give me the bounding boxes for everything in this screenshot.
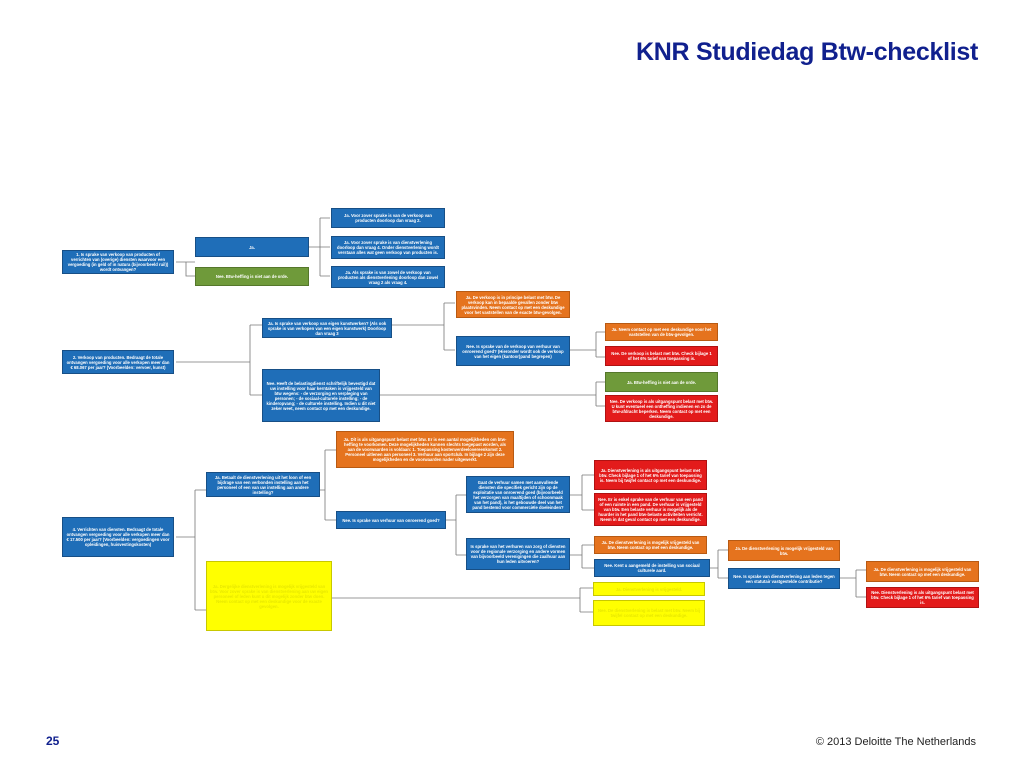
q4-nee-b-nee-box: Nee. Kent u aangemeld de instelling van … — [594, 559, 710, 577]
connector — [320, 449, 336, 521]
final-nee-box: Nee. Dienstverlening is als uitgangspunt… — [866, 587, 979, 608]
connector — [176, 489, 206, 611]
q4-ja-box: Ja. Betaalt de dienstverlening uit het l… — [206, 472, 320, 497]
connector — [332, 587, 593, 613]
q4-nee-a-ja-box: Ja. Dienstverlening is als uitgangspunt … — [594, 460, 707, 490]
q4-nee-a-box: Gaat de verhuur samen met aanvullende di… — [466, 476, 570, 513]
q4-nee-a-nee-box: Nee. Er is enkel sprake van de verhuur v… — [594, 493, 707, 526]
connector — [570, 544, 594, 569]
q1-ja-c-box: Ja. Als sprake is van zowel de verkoop v… — [331, 266, 445, 288]
question-2-box: 2. Verkoop van producten. Bedraagt de to… — [62, 350, 174, 374]
q4-nee2-box: Nee. Is sprake van dienstverlening aan l… — [728, 568, 840, 589]
q4-top-box: Ja. Dit is als uitgangspunt belast met b… — [336, 431, 514, 468]
q4-nee-b-ja-box: Ja. De dienstverlening is mogelijk vrijg… — [594, 536, 707, 554]
q2-ja-ja-box: Ja. De verkoop is in principe belast met… — [456, 291, 570, 318]
q1-nee-box: Nee. Btw-heffing is niet aan de orde. — [195, 267, 309, 286]
copyright-notice: © 2013 Deloitte The Netherlands — [815, 736, 976, 748]
q2-nee-nee-box: Nee. De verkoop is als uitgangspunt bela… — [605, 395, 718, 422]
q4-nee-box: Nee. Is sprake van verhuur van onroerend… — [336, 511, 446, 529]
connector — [185, 262, 195, 277]
page-title: KNR Studiedag Btw-checklist — [636, 38, 978, 66]
q2-ja-nee-ja-box: Ja. Neem contact op met een deskundige v… — [605, 323, 718, 341]
yellow-note-small-2: Nee. De dienstverlening is belast met bt… — [593, 600, 705, 626]
q4-ja2-box: Ja. De dienstverlening is mogelijk vrijg… — [728, 540, 840, 561]
question-1-box: 1. Is sprake van verkoop van producten o… — [62, 250, 174, 274]
connector — [710, 549, 728, 579]
connector — [446, 494, 466, 556]
connector — [840, 569, 866, 598]
final-ja-box: Ja. De dienstverlening is mogelijk vrijg… — [866, 561, 979, 582]
q2-ja-nee-box: Nee. Is sprake van de verkoop van verhuu… — [456, 336, 570, 366]
connector — [570, 474, 594, 511]
q1-ja-b-box: Ja. Voor zover sprake is van dienstverle… — [331, 236, 445, 259]
page-number: 25 — [46, 734, 60, 748]
connector — [570, 331, 605, 358]
q2-ja-nee-nee-box: Nee. De verkoop is belast met btw. Check… — [605, 346, 718, 366]
q1-ja-box: Ja. — [195, 237, 309, 257]
connector — [380, 381, 605, 407]
connector — [392, 302, 455, 351]
q1-ja-a-box: Ja. Voor zover sprake is van de verkoop … — [331, 208, 445, 228]
q2-nee-ja-box: Ja. Btw-heffing is niet aan de orde. — [605, 372, 718, 392]
q2-ja-box: Ja. Is sprake van verkoop van eigen kuns… — [262, 318, 392, 338]
q4-nee-b-box: Is sprake van het verhuren van zorg of d… — [466, 538, 570, 570]
connector — [176, 324, 262, 396]
yellow-note-small-1: Ja. Dienstverlening is vrijgesteld. — [593, 582, 705, 596]
yellow-note-large: Ja. Dergelijke dienstverlening is mogeli… — [206, 561, 332, 631]
question-4-box: 4. Verrichten van diensten. Bedraagt de … — [62, 517, 174, 557]
q2-nee-box: Nee. Heeft de belastingdienst schrifteli… — [262, 369, 380, 422]
